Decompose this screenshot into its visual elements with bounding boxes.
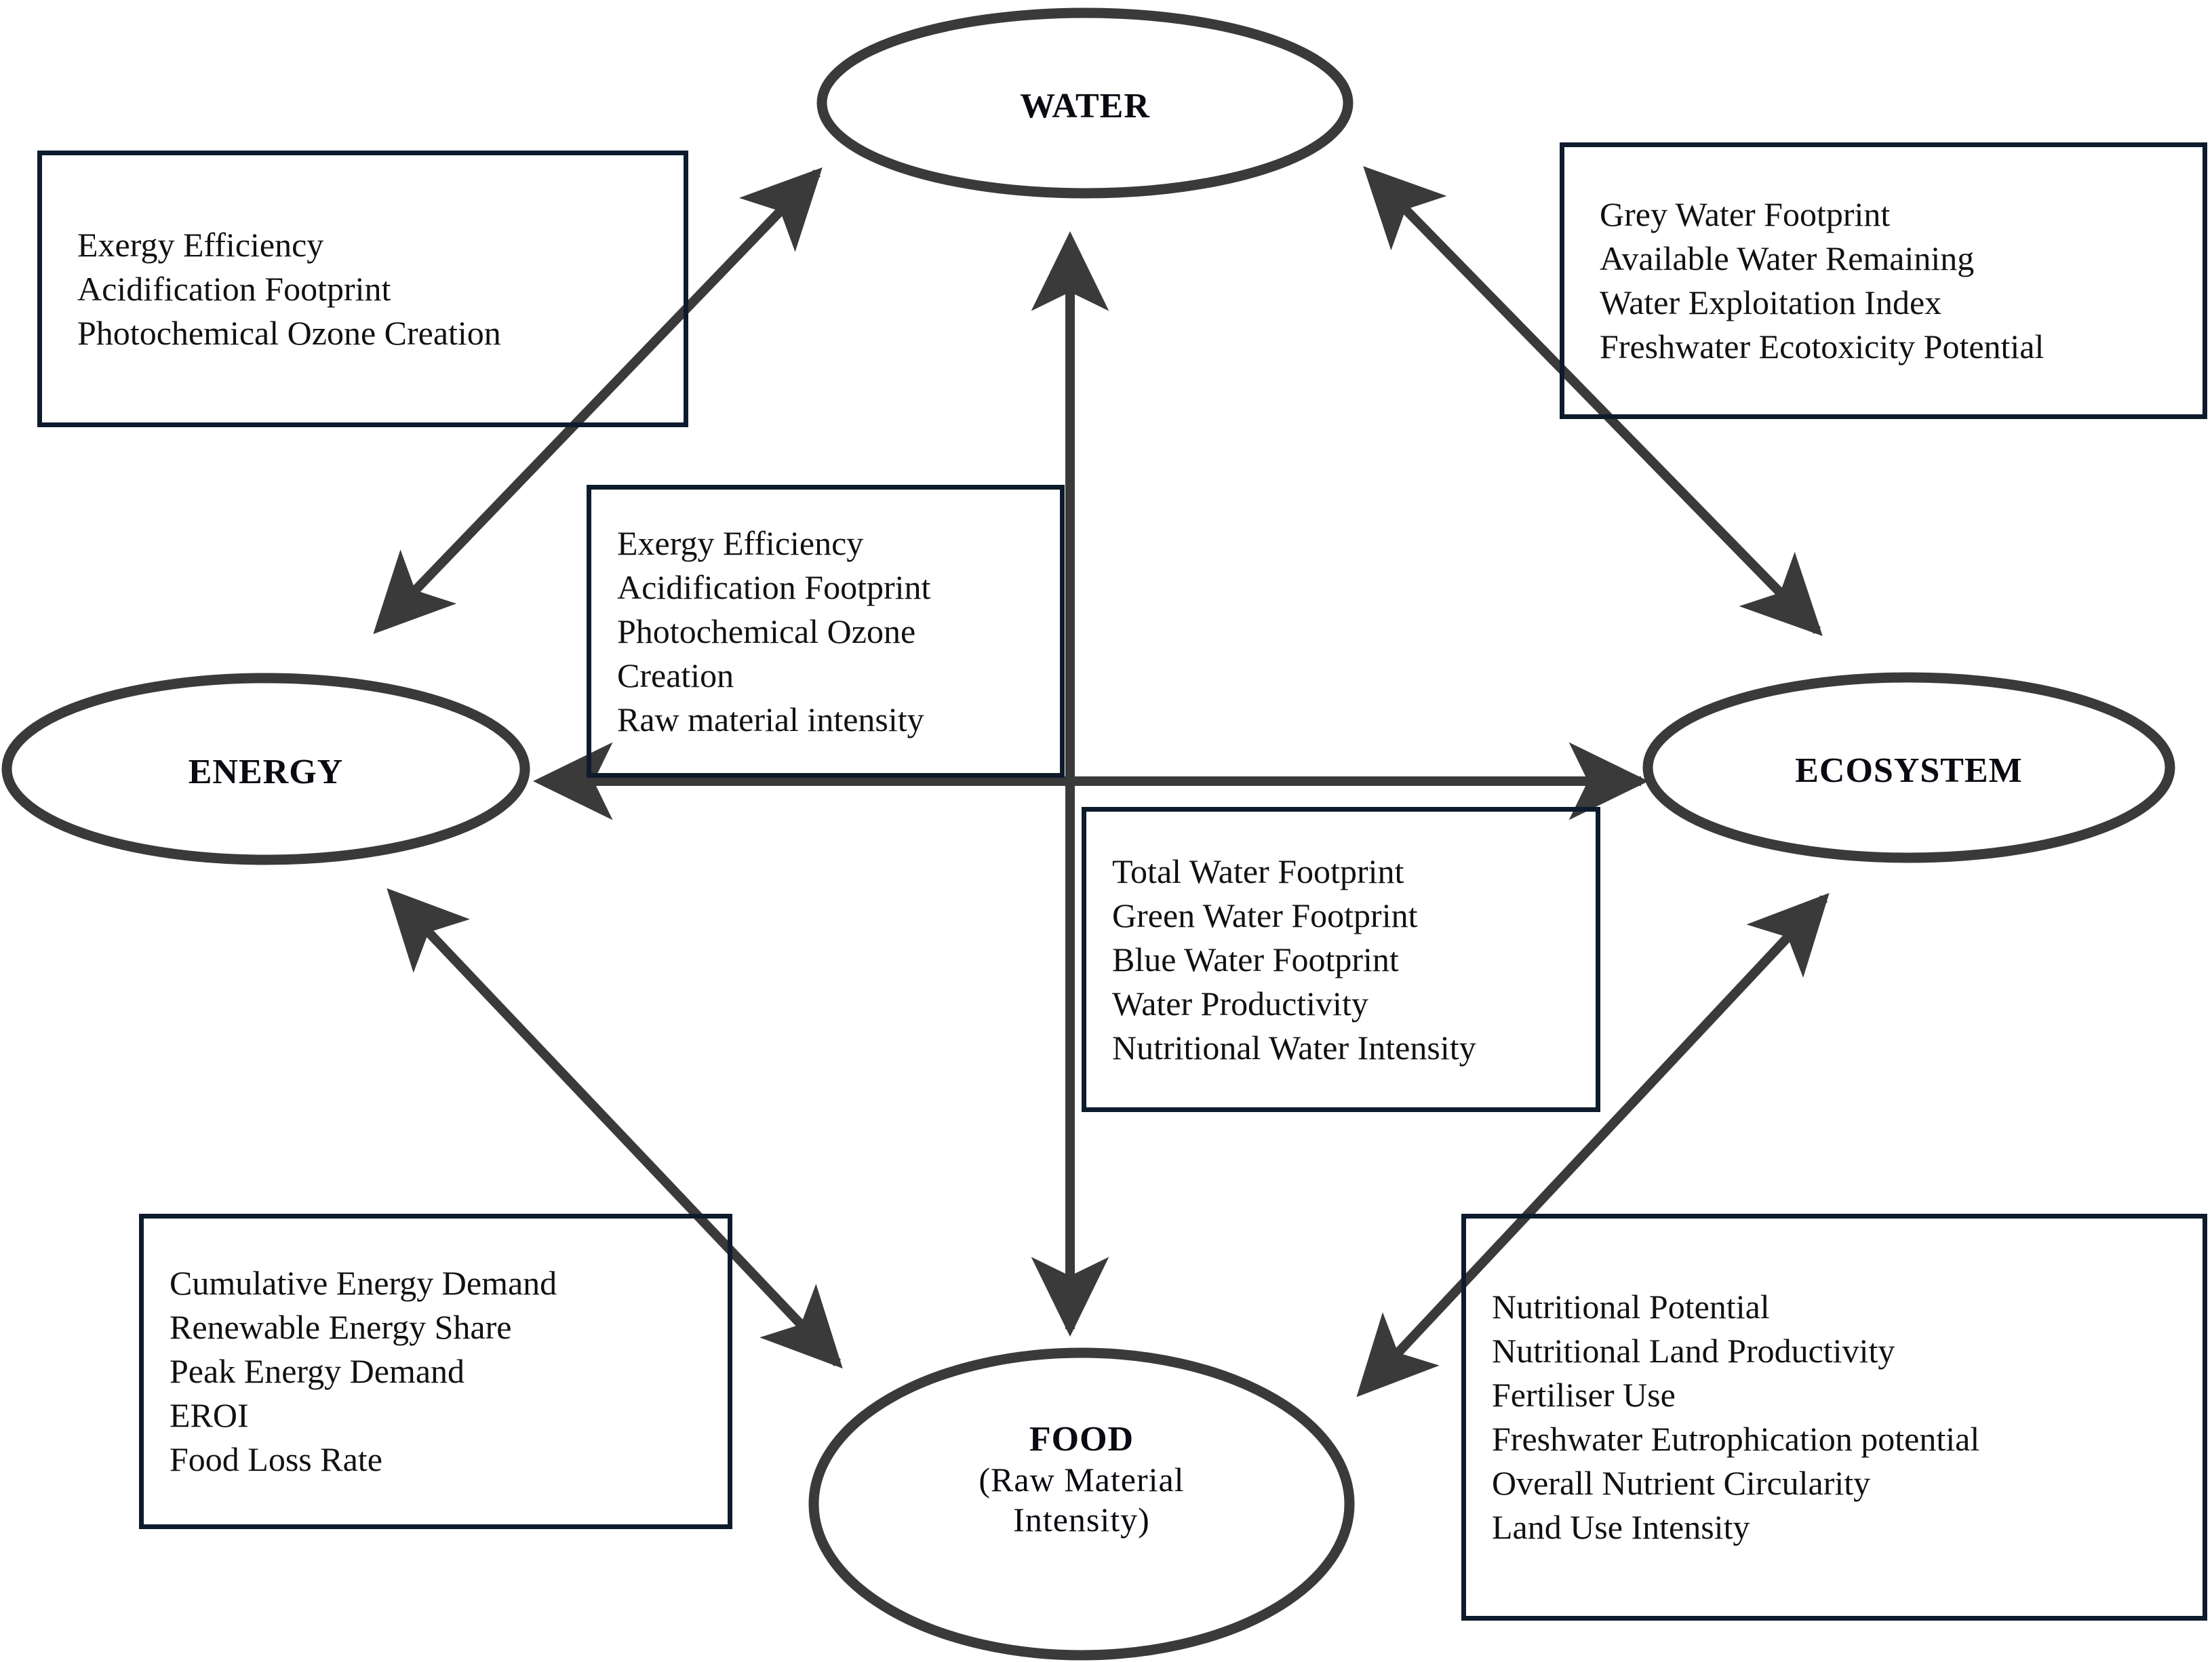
list-item: Photochemical Ozone	[617, 612, 916, 650]
list-item: Peak Energy Demand	[170, 1352, 465, 1390]
list-item: Renewable Energy Share	[170, 1308, 512, 1346]
water-energy-indicators-box: Exergy Efficiency Acidification Footprin…	[37, 151, 688, 427]
list-item: Photochemical Ozone Creation	[77, 313, 501, 352]
water-food-indicators-box: Total Water Footprint Green Water Footpr…	[1082, 807, 1600, 1112]
indicator-list: Exergy Efficiency Acidification Footprin…	[77, 223, 684, 355]
list-item: Cumulative Energy Demand	[170, 1264, 557, 1302]
list-item: Exergy Efficiency	[77, 225, 324, 264]
list-item: Fertiliser Use	[1492, 1376, 1676, 1414]
list-item: Total Water Footprint	[1112, 852, 1404, 890]
list-item: Raw material intensity	[617, 700, 924, 738]
node-food-sublabel-line1: (Raw Material	[979, 1461, 1185, 1499]
list-item: Land Use Intensity	[1492, 1508, 1750, 1546]
node-food-label: FOOD (Raw Material Intensity)	[814, 1419, 1349, 1540]
list-item: Grey Water Footprint	[1600, 195, 1891, 233]
food-ecosystem-indicators-box: Nutritional Potential Nutritional Land P…	[1461, 1214, 2207, 1621]
list-item: Nutritional Potential	[1492, 1288, 1770, 1326]
indicator-list: Nutritional Potential Nutritional Land P…	[1492, 1285, 2203, 1549]
node-water-label: WATER	[1020, 87, 1150, 125]
node-ecosystem-label: ECOSYSTEM	[1795, 751, 2023, 790]
list-item: Water Exploitation Index	[1600, 283, 1942, 321]
list-item: Available Water Remaining	[1600, 239, 1975, 277]
list-item: Freshwater Eutrophication potential	[1492, 1420, 1980, 1458]
list-item: Overall Nutrient Circularity	[1492, 1464, 1871, 1502]
energy-food-indicators-box: Cumulative Energy Demand Renewable Energ…	[139, 1214, 732, 1529]
list-item: Acidification Footprint	[617, 568, 931, 606]
indicator-list: Cumulative Energy Demand Renewable Energ…	[170, 1261, 728, 1482]
list-item: Exergy Efficiency	[617, 523, 864, 562]
list-item: EROI	[170, 1396, 249, 1434]
node-energy-label: ENERGY	[188, 753, 344, 791]
list-item: Freshwater Ecotoxicity Potential	[1600, 328, 2045, 365]
list-item: Green Water Footprint	[1112, 896, 1418, 934]
node-food-title: FOOD	[1029, 1420, 1134, 1459]
water-ecosystem-indicators-box: Grey Water Footprint Available Water Rem…	[1560, 142, 2207, 419]
list-item: Acidification Footprint	[77, 269, 391, 308]
list-item: Creation	[617, 656, 734, 694]
energy-ecosystem-indicators-box: Exergy Efficiency Acidification Footprin…	[587, 485, 1065, 778]
list-item: Blue Water Footprint	[1112, 940, 1399, 978]
list-item: Food Loss Rate	[170, 1440, 382, 1478]
list-item: Nutritional Land Productivity	[1492, 1332, 1895, 1370]
node-food-sublabel-line2: Intensity)	[1013, 1501, 1150, 1539]
indicator-list: Grey Water Footprint Available Water Rem…	[1600, 193, 2203, 369]
indicator-list: Total Water Footprint Green Water Footpr…	[1112, 850, 1596, 1070]
list-item: Water Productivity	[1112, 984, 1368, 1023]
list-item: Nutritional Water Intensity	[1112, 1028, 1476, 1067]
indicator-list: Exergy Efficiency Acidification Footprin…	[617, 521, 1060, 742]
